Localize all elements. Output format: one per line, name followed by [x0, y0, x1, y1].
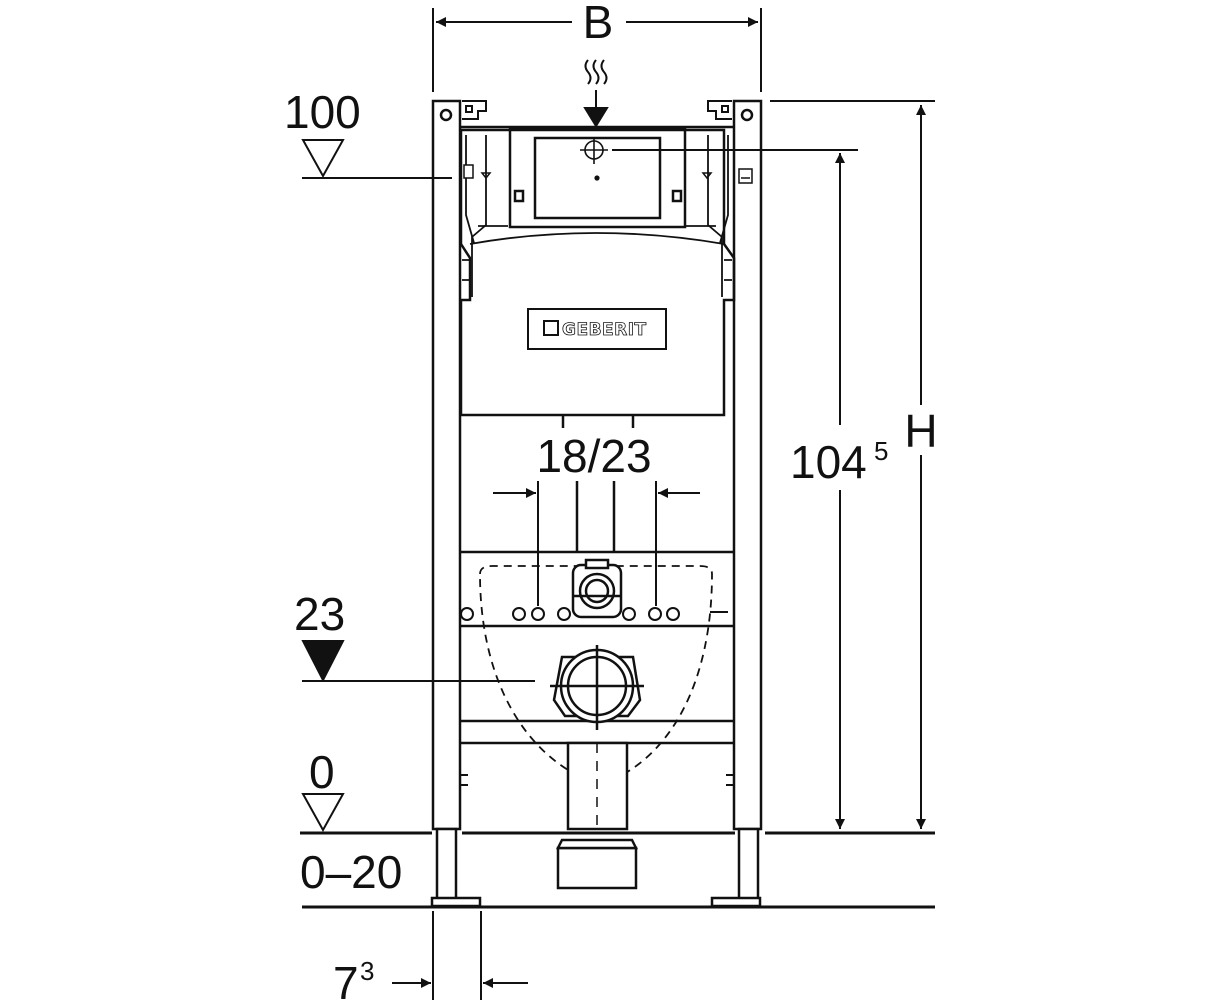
cistern-side-details [462, 135, 732, 297]
width-label: B [583, 0, 614, 48]
foot-offset-superscript: 3 [360, 956, 374, 986]
water-supply-connector [571, 558, 623, 619]
anchor-bolts [460, 607, 728, 621]
waste-outlet-connector [550, 645, 644, 730]
foot-offset-dimension [392, 911, 528, 1000]
outlet-spacing-label: 18/23 [536, 430, 651, 482]
frame-height-value: 104 [790, 436, 867, 488]
upper-level-marker [301, 139, 452, 179]
top-brackets [462, 100, 732, 120]
frame-height-dimension [612, 149, 858, 829]
right-upright [710, 99, 763, 908]
wc-bowl-outline [479, 565, 713, 786]
frame-ticks [460, 774, 734, 786]
brand-logo-text: GEBERIT [562, 320, 647, 340]
water-level-marks [463, 164, 753, 184]
floor-level-label: 0 [309, 746, 335, 798]
width-dimension [432, 8, 762, 92]
foot-offset-value: 7 [333, 957, 359, 1000]
outlet-level-label: 23 [294, 588, 345, 640]
left-upright [430, 99, 482, 908]
drain-pipe [555, 741, 639, 890]
brand-logo-plate: GEBERIT [527, 308, 667, 350]
floor-level-marker [301, 793, 345, 833]
frame-height-label: 104 [790, 436, 867, 488]
height-label: H [904, 405, 937, 457]
flush-plate-opening [508, 126, 687, 229]
water-inlet-icon [583, 59, 609, 128]
cistern-body [459, 125, 736, 417]
outlet-spacing-dimension [493, 481, 700, 606]
frame-height-superscript: 5 [874, 436, 888, 466]
crosshair-symbol [580, 137, 608, 181]
floor-adjust-range-label: 0–20 [300, 846, 402, 898]
upper-level-label: 100 [284, 86, 361, 138]
height-dimension [770, 100, 935, 829]
outlet-level-marker [301, 640, 535, 683]
